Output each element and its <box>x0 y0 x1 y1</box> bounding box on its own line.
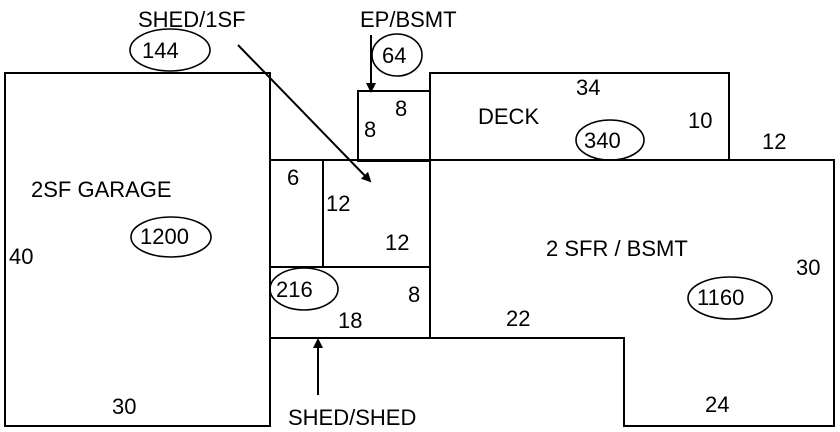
middle-dim-6: 6 <box>287 165 299 190</box>
middle-dim-12-bottom: 12 <box>385 230 409 255</box>
shed-area-216: 216 <box>276 277 313 302</box>
porch-area-value: 64 <box>382 43 406 68</box>
shed-1sf-label: SHED/1SF <box>138 7 246 32</box>
shed-dim-width: 18 <box>338 308 362 333</box>
house-label: 2 SFR / BSMT <box>546 236 688 261</box>
deck-340-oval <box>575 119 645 161</box>
house-dim-22: 22 <box>506 306 530 331</box>
house-dim-12: 12 <box>762 129 786 154</box>
garage-label: 2SF GARAGE <box>31 177 172 202</box>
garage-height-dim: 40 <box>9 244 33 269</box>
deck-dim-side: 10 <box>688 108 712 133</box>
house-dim-30: 30 <box>796 255 820 280</box>
porch-dim-side: 8 <box>364 117 376 142</box>
house-outline <box>430 159 835 427</box>
garage-1200-oval <box>130 216 212 258</box>
shed-shed-label: SHED/SHED <box>288 405 416 430</box>
deck-area-value: 340 <box>584 128 621 153</box>
garage-outline <box>4 72 271 427</box>
ep-bsmt-label: EP/BSMT <box>360 7 457 32</box>
house-dim-24: 24 <box>705 392 729 417</box>
house-1160-oval <box>687 276 773 320</box>
garage-width-dim: 30 <box>112 394 136 419</box>
shed-216-oval <box>269 267 339 311</box>
deck-label: DECK <box>478 104 539 129</box>
shed-1sf-arrow <box>237 44 372 183</box>
house-area-value: 1160 <box>697 285 744 310</box>
middle-dim-12-left: 12 <box>326 191 350 216</box>
shed-dim-height: 8 <box>408 282 420 307</box>
shed-area-value: 144 <box>142 38 179 63</box>
shed-144-oval <box>129 28 211 72</box>
deck-dim-top: 34 <box>576 75 600 100</box>
garage-area-value: 1200 <box>140 224 189 249</box>
porch-dim-top: 8 <box>395 96 407 121</box>
porch-64-oval <box>371 33 423 77</box>
